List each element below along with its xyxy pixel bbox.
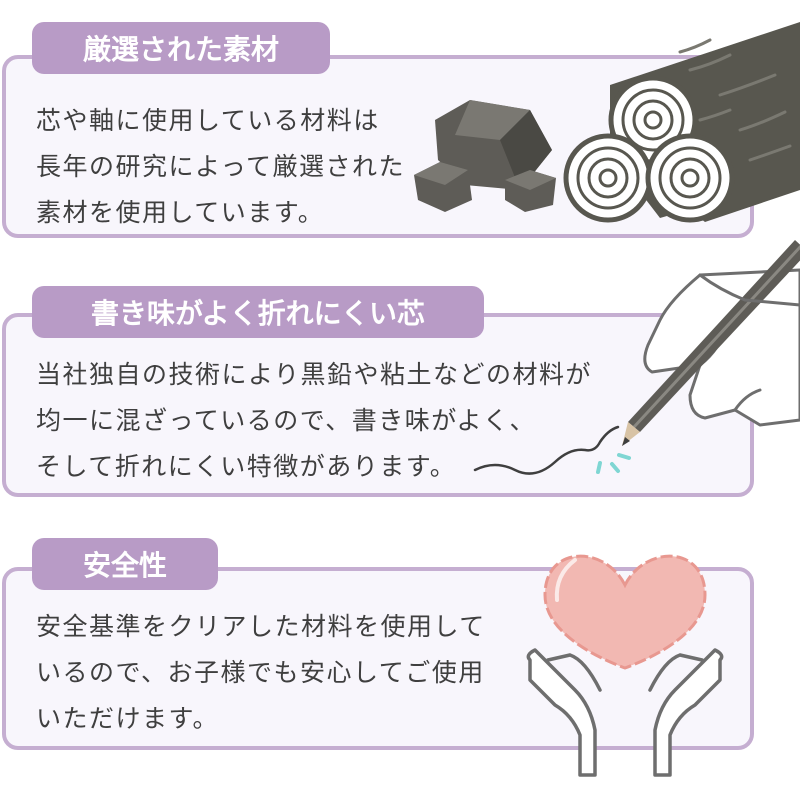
writing-line-2: 均一に混ざっているので、書き味がよく、	[36, 406, 537, 435]
wood-logs-icon	[563, 22, 800, 223]
section-safety-title: 安全性	[32, 538, 218, 590]
section-materials-title: 厳選された素材	[32, 22, 330, 74]
materials-line-3: 素材を使用しています。	[36, 198, 325, 227]
section-writing-title: 書き味がよく折れにくい芯	[32, 286, 484, 338]
writing-line-1: 当社独自の技術により黒鉛や粘土などの材料が	[36, 360, 593, 389]
safety-line-3: いただけます。	[36, 704, 220, 733]
section-materials-text: 芯や軸に使用している材料は 長年の研究によって厳選された 素材を使用しています。	[36, 98, 405, 236]
section-safety-text: 安全基準をクリアした材料を使用して いるので、お子様でも安心してご使用 いただけ…	[36, 604, 486, 742]
writing-line-3: そして折れにくい特徴があります。	[36, 452, 457, 481]
safety-line-1: 安全基準をクリアした材料を使用して	[36, 612, 486, 641]
materials-line-1: 芯や軸に使用している材料は	[36, 106, 380, 135]
graphite-chunks-icon	[414, 100, 556, 212]
section-writing-text: 当社独自の技術により黒鉛や粘土などの材料が 均一に混ざっているので、書き味がよく…	[36, 352, 592, 490]
hand-pencil-icon	[473, 240, 800, 475]
materials-line-2: 長年の研究によって厳選された	[36, 152, 406, 181]
heart-hands-icon	[526, 554, 724, 777]
safety-line-2: いるので、お子様でも安心してご使用	[36, 658, 485, 687]
